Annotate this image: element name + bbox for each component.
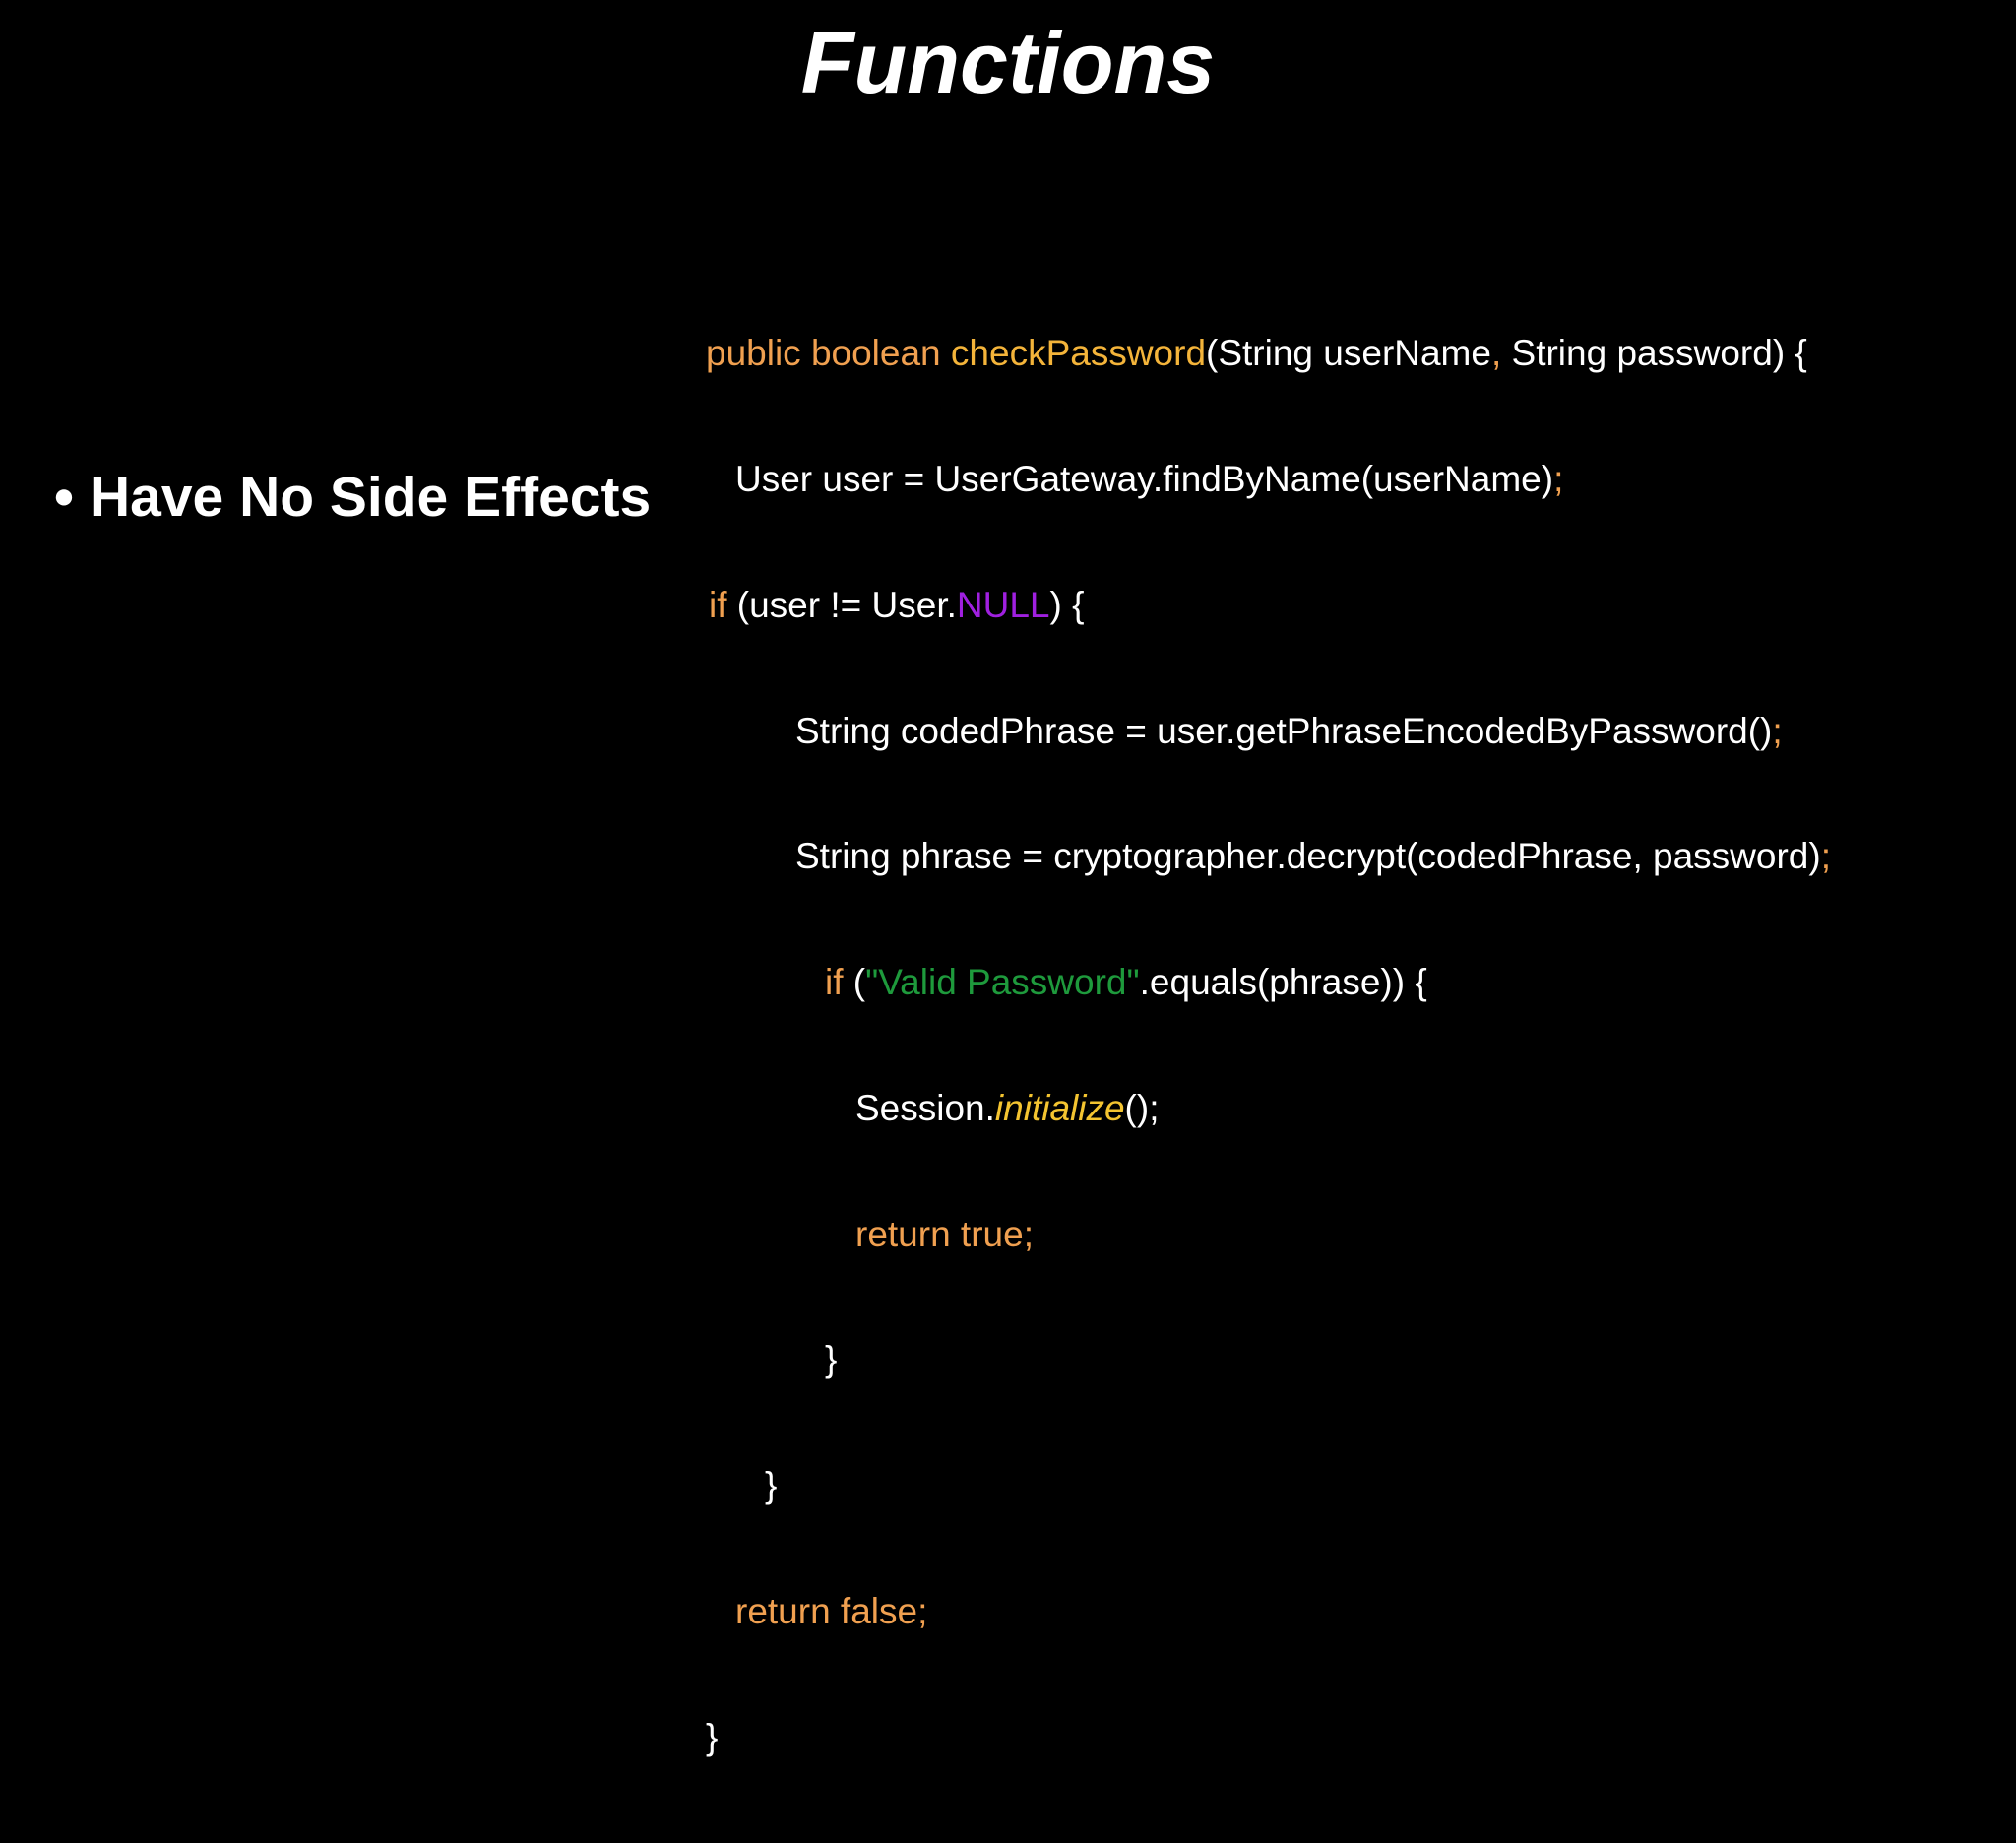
- code-token: (String userName: [1206, 333, 1491, 374]
- code-token: User user = UserGateway.findByName(userN…: [735, 458, 1554, 499]
- bullet-marker: •: [54, 466, 74, 529]
- code-token: ;: [1772, 710, 1783, 751]
- code-token: return false;: [735, 1591, 928, 1631]
- code-token: String phrase = cryptographer.decrypt(co…: [795, 836, 1821, 877]
- code-token: .equals(phrase)) {: [1139, 962, 1427, 1003]
- code-line-12: }: [706, 1717, 1831, 1759]
- code-line-6: if ("Valid Password".equals(phrase)) {: [706, 962, 1831, 1004]
- code-token: ,: [1490, 333, 1502, 374]
- slide-title: Functions: [800, 14, 1216, 111]
- code-token: initialize: [994, 1087, 1125, 1128]
- code-token: public boolean: [706, 333, 951, 374]
- code-line-7: Session.initialize();: [706, 1088, 1831, 1130]
- code-token: NULL: [956, 584, 1050, 625]
- code-token: if: [825, 962, 844, 1003]
- code-line-10: }: [706, 1465, 1831, 1507]
- code-token: }: [706, 1716, 719, 1757]
- code-token: ;: [1553, 458, 1564, 499]
- code-token: ();: [1124, 1087, 1160, 1128]
- code-token: String codedPhrase = user.getPhraseEncod…: [795, 710, 1773, 751]
- code-block: public boolean checkPassword(String user…: [706, 249, 1831, 1843]
- slide: Functions •Have No Side Effects public b…: [54, 14, 1831, 1757]
- code-token: if: [709, 584, 727, 625]
- code-line-11: return false;: [706, 1591, 1831, 1633]
- code-token: Session.: [855, 1087, 995, 1128]
- code-token: ;: [1820, 836, 1831, 877]
- code-line-8: return true;: [706, 1214, 1831, 1256]
- code-line-4: String codedPhrase = user.getPhraseEncod…: [706, 711, 1831, 753]
- code-token: }: [825, 1339, 838, 1380]
- code-token: ) {: [1049, 584, 1085, 625]
- code-line-3: if (user != User.NULL) {: [706, 585, 1831, 627]
- code-line-9: }: [706, 1339, 1831, 1381]
- bullet-text: Have No Side Effects: [89, 466, 652, 529]
- code-token: "Valid Password": [865, 962, 1140, 1003]
- code-token: String password) {: [1501, 333, 1807, 374]
- code-token: checkPassword: [950, 333, 1207, 374]
- bullet-point: •Have No Side Effects: [54, 463, 651, 532]
- code-line-2: User user = UserGateway.findByName(userN…: [706, 459, 1831, 501]
- code-token: (user != User.: [726, 584, 957, 625]
- code-token: return true;: [855, 1213, 1034, 1254]
- code-line-5: String phrase = cryptographer.decrypt(co…: [706, 836, 1831, 878]
- code-line-1: public boolean checkPassword(String user…: [706, 333, 1831, 375]
- code-token: }: [765, 1465, 778, 1506]
- code-token: (: [843, 962, 866, 1003]
